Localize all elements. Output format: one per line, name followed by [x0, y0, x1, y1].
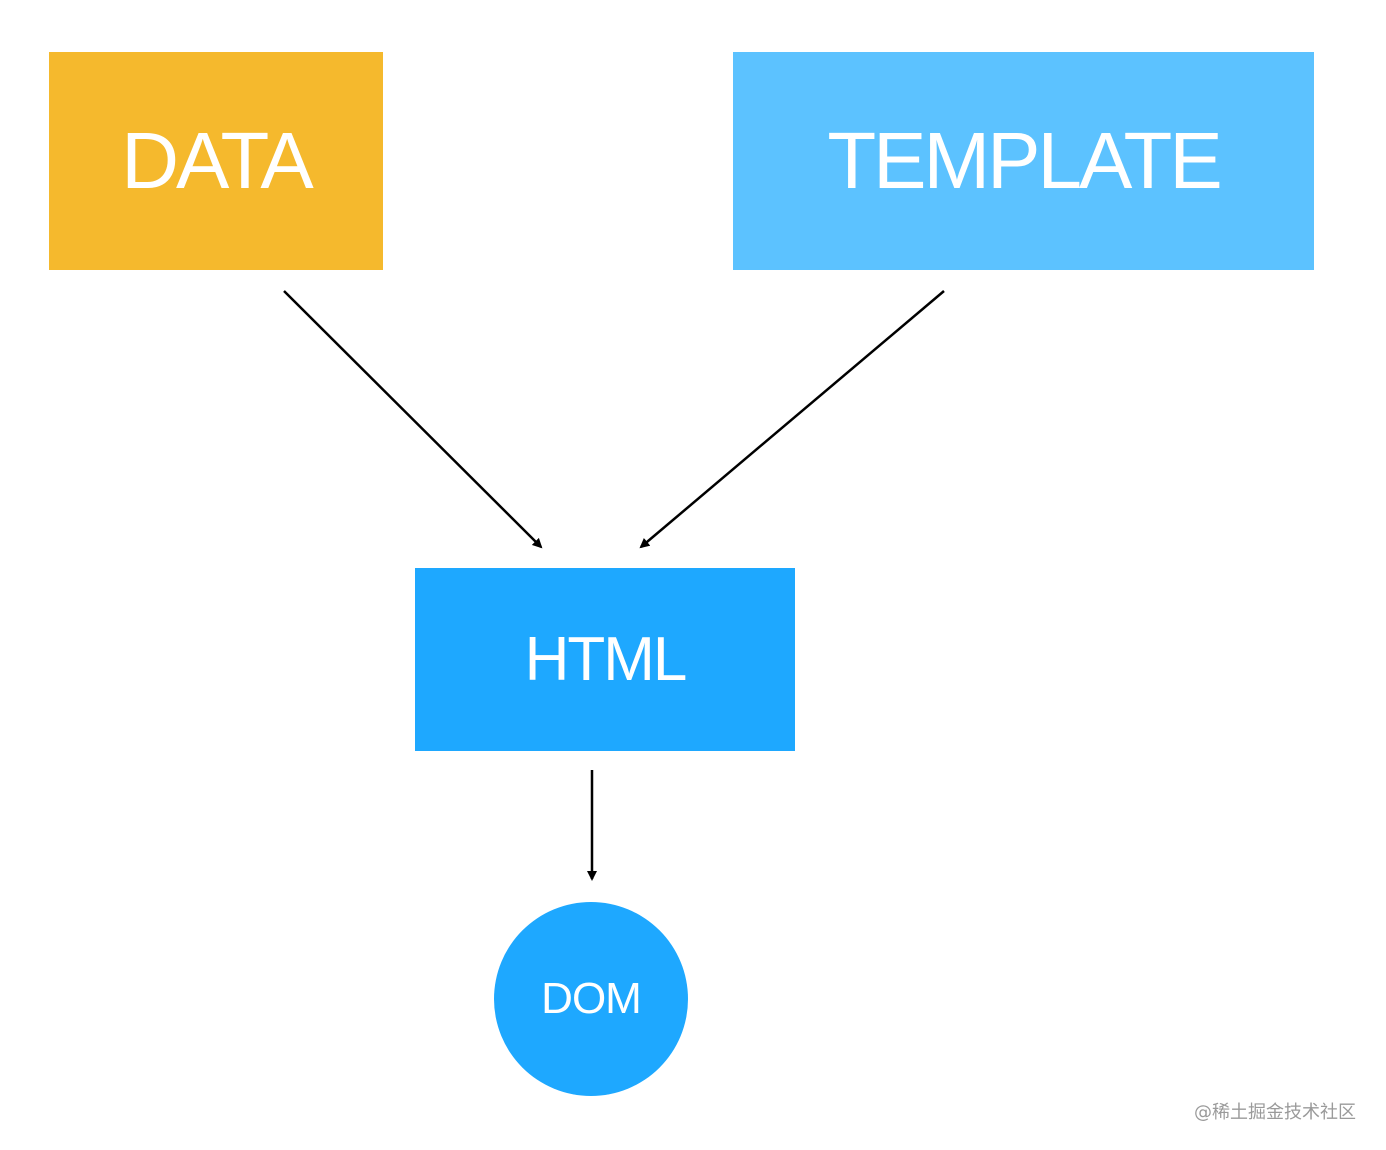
template-node-label: TEMPLATE — [827, 116, 1222, 205]
dom-node-label: DOM — [541, 974, 642, 1023]
arrow-template-to-html — [639, 290, 945, 549]
data-node: DATA — [49, 52, 383, 270]
html-node: HTML — [415, 568, 795, 751]
data-node-label: DATA — [121, 116, 313, 205]
watermark-text: @稀土掘金技术社区 — [1194, 1102, 1356, 1123]
arrow-data-to-html — [283, 290, 543, 549]
html-node-label: HTML — [524, 625, 688, 694]
dom-node: DOM — [494, 902, 688, 1096]
template-node: TEMPLATE — [733, 52, 1314, 270]
